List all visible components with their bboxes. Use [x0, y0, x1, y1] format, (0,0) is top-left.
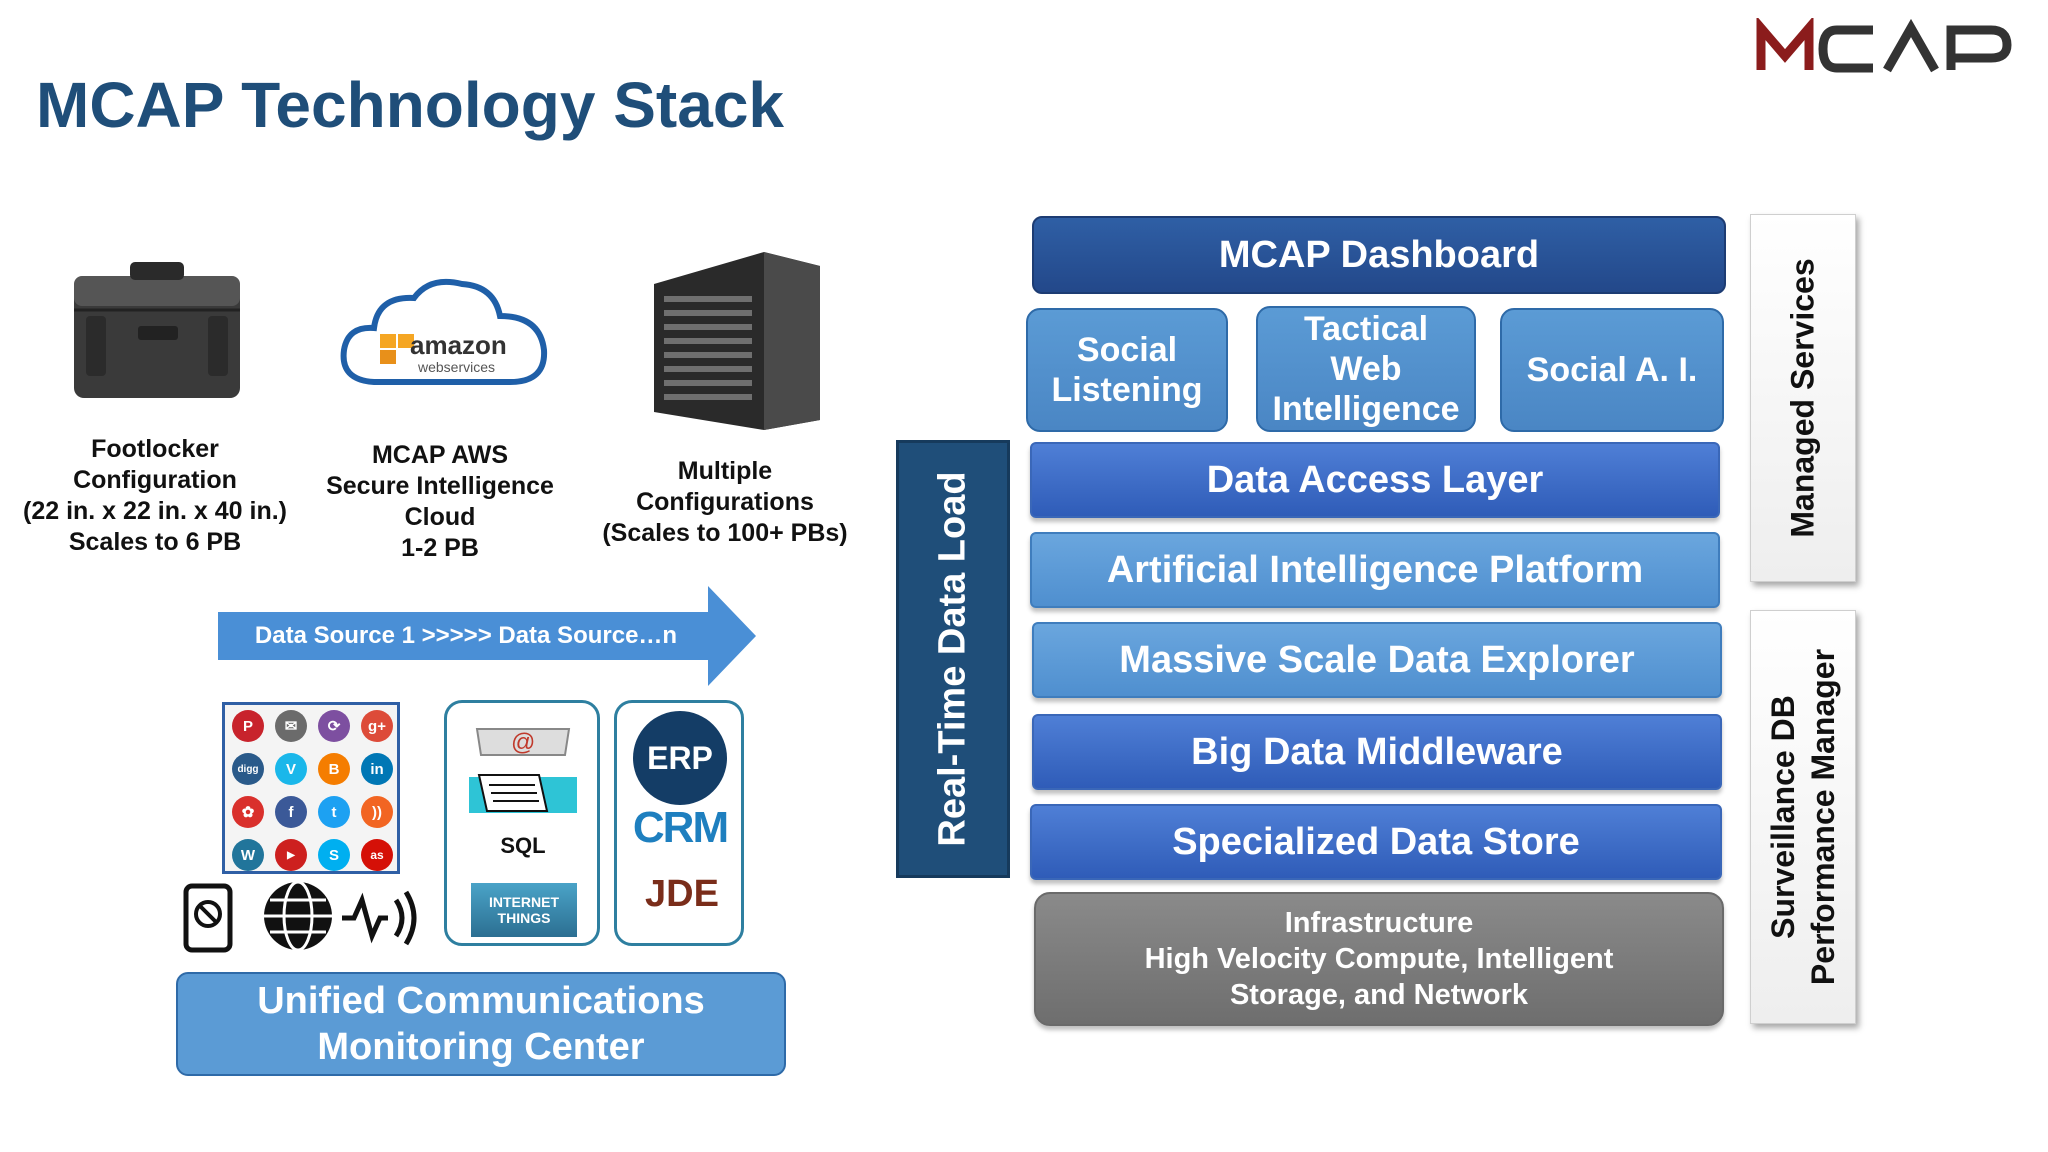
skype-icon: S: [318, 839, 350, 871]
unified-communications-center: Unified Communications Monitoring Center: [176, 972, 786, 1076]
page-title: MCAP Technology Stack: [36, 69, 784, 141]
document-icon: [469, 774, 577, 813]
myspace-icon: ✿: [232, 796, 264, 828]
managed-services-label: Managed Services: [1784, 258, 1821, 538]
wordpress-icon: W: [232, 839, 264, 871]
multiple-config-caption: Multiple Configurations (Scales to 100+ …: [602, 457, 848, 547]
email-at-icon: @: [475, 728, 571, 756]
surveillance-db-label: Surveillance DB Performance Manager: [1765, 648, 1841, 986]
twitter-icon: t: [318, 796, 350, 828]
real-time-data-load-bar: Real-Time Data Load: [896, 440, 1010, 878]
aws-sub-text: webservices: [417, 359, 495, 375]
tactical-web-intelligence-tile: Tactical Web Intelligence: [1256, 306, 1476, 432]
globe-icon: [264, 880, 332, 952]
aws-caption: MCAP AWS Secure Intelligence Cloud 1-2 P…: [326, 441, 554, 562]
artificial-intelligence-platform-layer: Artificial Intelligence Platform: [1030, 532, 1720, 608]
erp-badge: ERP: [633, 711, 727, 805]
infrastructure-layer: Infrastructure High Velocity Compute, In…: [1034, 892, 1724, 1026]
surveillance-db-panel: Surveillance DB Performance Manager: [1750, 610, 1856, 1024]
enterprise-sources-box: ERP CRM JDE: [614, 700, 744, 946]
rss-icon: )): [361, 796, 393, 828]
svg-text:@: @: [511, 729, 535, 756]
managed-services-panel: Managed Services: [1750, 214, 1856, 582]
mcap-dashboard: MCAP Dashboard: [1032, 216, 1726, 294]
facebook-icon: f: [275, 796, 307, 828]
big-data-middleware-layer: Big Data Middleware: [1032, 714, 1722, 790]
social-listening-tile: Social Listening: [1026, 308, 1228, 432]
apps-sources-box: @ SQL INTERNET THINGS: [444, 700, 600, 946]
linkedin-icon: in: [361, 753, 393, 785]
data-access-layer: Data Access Layer: [1030, 442, 1720, 518]
social-media-icons: P ✉ ⟳ g+ digg V B in ✿ f t )) W ▶ S as: [222, 702, 400, 874]
device-globe-signal-icons: [183, 880, 417, 953]
email-icon: ✉: [275, 710, 307, 742]
server-rack-image: [654, 252, 820, 430]
social-ai-tile: Social A. I.: [1500, 308, 1724, 432]
crm-logo: CRM: [632, 803, 729, 852]
pinterest-icon: P: [232, 710, 264, 742]
sql-label: SQL: [500, 833, 546, 858]
signal-icon: [342, 890, 417, 946]
vimeo-icon: V: [275, 753, 307, 785]
blogger-icon: B: [318, 753, 350, 785]
real-time-data-load-label: Real-Time Data Load: [931, 471, 974, 847]
share-icon: ⟳: [318, 710, 350, 742]
aws-cloud-logo: amazon webservices: [340, 278, 548, 385]
specialized-data-store-layer: Specialized Data Store: [1030, 804, 1722, 880]
data-source-label: Data Source 1 >>>>> Data Source…n: [254, 622, 678, 649]
massive-scale-data-explorer-layer: Massive Scale Data Explorer: [1032, 622, 1722, 698]
footlocker-case-image: [74, 262, 240, 398]
internet-things-label: INTERNET THINGS: [471, 883, 577, 937]
google-plus-icon: g+: [361, 710, 393, 742]
mcap-logo: [1756, 18, 2012, 73]
data-source-arrow: [218, 586, 756, 686]
device-icon: [183, 883, 233, 953]
lastfm-icon: as: [361, 839, 393, 871]
jde-logo: JDE: [645, 873, 719, 915]
aws-brand-text: amazon: [410, 330, 507, 360]
youtube-icon: ▶: [275, 839, 307, 871]
footlocker-caption: Footlocker Configuration (22 in. x 22 in…: [23, 435, 287, 556]
digg-icon: digg: [232, 753, 264, 785]
